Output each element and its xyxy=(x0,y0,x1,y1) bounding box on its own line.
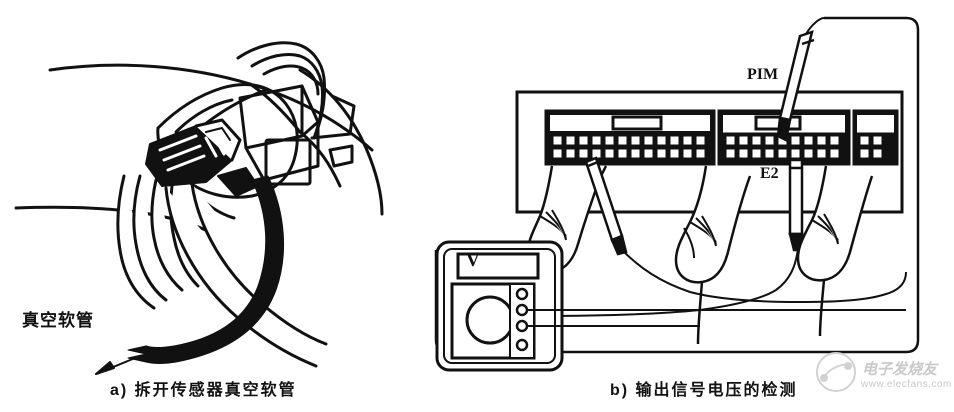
test-probe-icon xyxy=(776,30,815,142)
panel-a-illustration xyxy=(14,41,384,375)
meter-display xyxy=(456,252,540,280)
caption-b: b) 输出信号电压的检测 xyxy=(610,382,798,399)
elecfans-circle-logo xyxy=(816,352,856,392)
test-probe-icon xyxy=(788,158,804,252)
wire-harness-icon xyxy=(526,165,874,345)
connector-block-1 xyxy=(544,109,716,166)
watermark-url: www.elecfans.com xyxy=(861,379,952,390)
callout-label-vacuum-hose: 真空软管 xyxy=(22,311,94,330)
leader-arrow-icon xyxy=(95,355,141,375)
terminal-label-pim: PIM xyxy=(747,66,779,83)
connector-block-3 xyxy=(852,109,899,166)
rotary-dial-icon xyxy=(465,295,515,345)
watermark-brand: 电子发烧友 xyxy=(862,362,938,378)
white-vacuum-hose xyxy=(164,182,328,368)
probe-lead-wire xyxy=(539,17,907,317)
caption-a: a) 拆开传感器真空软管 xyxy=(110,382,297,399)
sensor-housing-icon xyxy=(238,84,320,186)
terminal-label-e2: E2 xyxy=(760,165,779,182)
sensor-connector-icon xyxy=(145,118,279,209)
hand-icon xyxy=(116,174,236,310)
meter-jacks xyxy=(515,287,529,352)
ribbed-collar-icon xyxy=(236,41,356,168)
meter-display-value: V xyxy=(466,250,480,271)
multimeter-icon xyxy=(435,240,906,372)
panel-b-illustration xyxy=(434,16,920,354)
engine-bay-contour-icon xyxy=(298,130,342,188)
